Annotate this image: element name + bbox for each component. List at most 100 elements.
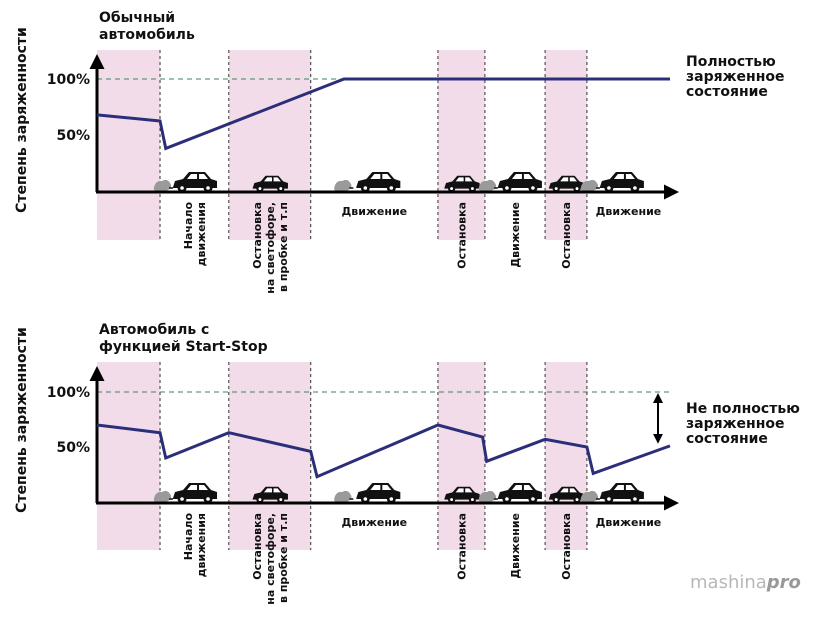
annotation-text: заряженное: [686, 416, 784, 432]
car-window: [613, 485, 635, 490]
chart-regular-car: 100%50%Степень заряженностиОбычныйавтомо…: [14, 10, 784, 294]
car-icon: [549, 175, 585, 193]
car-window: [263, 177, 281, 182]
segment-label: Остановка: [251, 202, 264, 269]
car-hub: [554, 498, 558, 502]
car-hub: [607, 497, 611, 501]
chart-title: функцией Start-Stop: [99, 339, 268, 355]
car-hub: [206, 497, 210, 501]
car-window: [560, 177, 578, 182]
car-hub: [470, 187, 474, 191]
annotation-text: состояние: [686, 431, 768, 447]
charge-line: [96, 77, 670, 151]
segment-label: Движение: [596, 205, 662, 218]
car-hub: [505, 186, 509, 190]
car-hub: [575, 498, 579, 502]
charge-line: [96, 423, 671, 479]
car-hub: [531, 186, 535, 190]
car-icon: [497, 483, 542, 504]
segment-label: Начало: [182, 202, 195, 250]
car-hub: [180, 497, 184, 501]
segment-label: Остановка: [560, 202, 573, 269]
car-hub: [389, 186, 394, 190]
car-hub: [258, 187, 262, 191]
annotation-text: состояние: [686, 84, 768, 100]
stop-band: [545, 50, 587, 240]
stop-band: [437, 50, 485, 240]
car-hub: [279, 498, 283, 502]
stop-band: [228, 50, 311, 240]
car-hub: [450, 187, 454, 191]
car-icon: [444, 486, 480, 504]
stop-band: [437, 362, 485, 550]
car-hub: [505, 497, 509, 501]
segment-label: движения: [195, 202, 208, 266]
car-icon: [173, 172, 218, 193]
segment-label: Остановка: [455, 513, 468, 580]
car-hub: [531, 497, 535, 501]
car-icon: [599, 483, 644, 504]
car-hub: [554, 187, 558, 191]
car-hub: [258, 498, 262, 502]
annotation-text: Не полностью: [686, 401, 800, 417]
car-hub: [470, 498, 474, 502]
segment-label: Движение: [509, 513, 522, 579]
car-window: [187, 174, 209, 179]
car-window: [187, 485, 209, 490]
exhaust-icon: [478, 490, 497, 503]
segment-label: Остановка: [455, 202, 468, 269]
segment-label: Движение: [342, 205, 408, 218]
car-icon: [599, 172, 644, 193]
stop-band: [545, 362, 587, 550]
car-hub: [633, 497, 637, 501]
car-icon: [252, 175, 288, 193]
segment-label: Начало: [182, 513, 195, 561]
chart-title: Обычный: [99, 10, 175, 26]
car-window: [370, 485, 392, 490]
exhaust-icon: [334, 179, 352, 192]
car-icon: [549, 486, 585, 504]
exhaust-icon: [478, 179, 497, 192]
car-hub: [363, 497, 368, 501]
car-hub: [206, 186, 210, 190]
car-window: [613, 174, 635, 179]
car-icon: [356, 483, 401, 504]
exhaust-icon: [580, 179, 599, 192]
segment-label: Движение: [596, 516, 662, 529]
stop-band: [228, 362, 311, 550]
exhaust-icon: [153, 179, 172, 192]
y-axis-label: Степень заряженности: [14, 327, 30, 513]
exhaust-icon: [334, 490, 352, 503]
segment-label: на светофоре,: [264, 202, 277, 294]
segment-label: Движение: [509, 202, 522, 268]
chart-title: Автомобиль с: [99, 322, 209, 338]
car-hub: [575, 187, 579, 191]
y-tick-label: 50%: [56, 128, 90, 144]
exhaust-icon: [580, 490, 599, 503]
annotation-text: заряженное: [686, 69, 784, 85]
car-hub: [607, 186, 611, 190]
car-hub: [363, 186, 368, 190]
car-window: [263, 488, 281, 493]
car-icon: [173, 483, 218, 504]
watermark: mashinapro: [690, 572, 801, 593]
segment-label: на светофоре,: [264, 513, 277, 605]
annotation-text: Полностью: [686, 54, 776, 70]
car-window: [511, 485, 533, 490]
car-hub: [180, 186, 184, 190]
car-hub: [633, 186, 637, 190]
car-window: [455, 177, 473, 182]
car-hub: [389, 497, 394, 501]
chart-title: автомобиль: [99, 27, 195, 43]
car-icon: [356, 172, 401, 193]
y-tick-label: 100%: [47, 385, 90, 401]
car-window: [511, 174, 533, 179]
car-icon: [444, 175, 480, 193]
car-window: [370, 174, 392, 179]
segment-label: в пробке и т.п: [277, 513, 290, 603]
segment-label: Остановка: [251, 513, 264, 580]
car-icon: [252, 486, 288, 504]
y-tick-label: 100%: [47, 72, 90, 88]
